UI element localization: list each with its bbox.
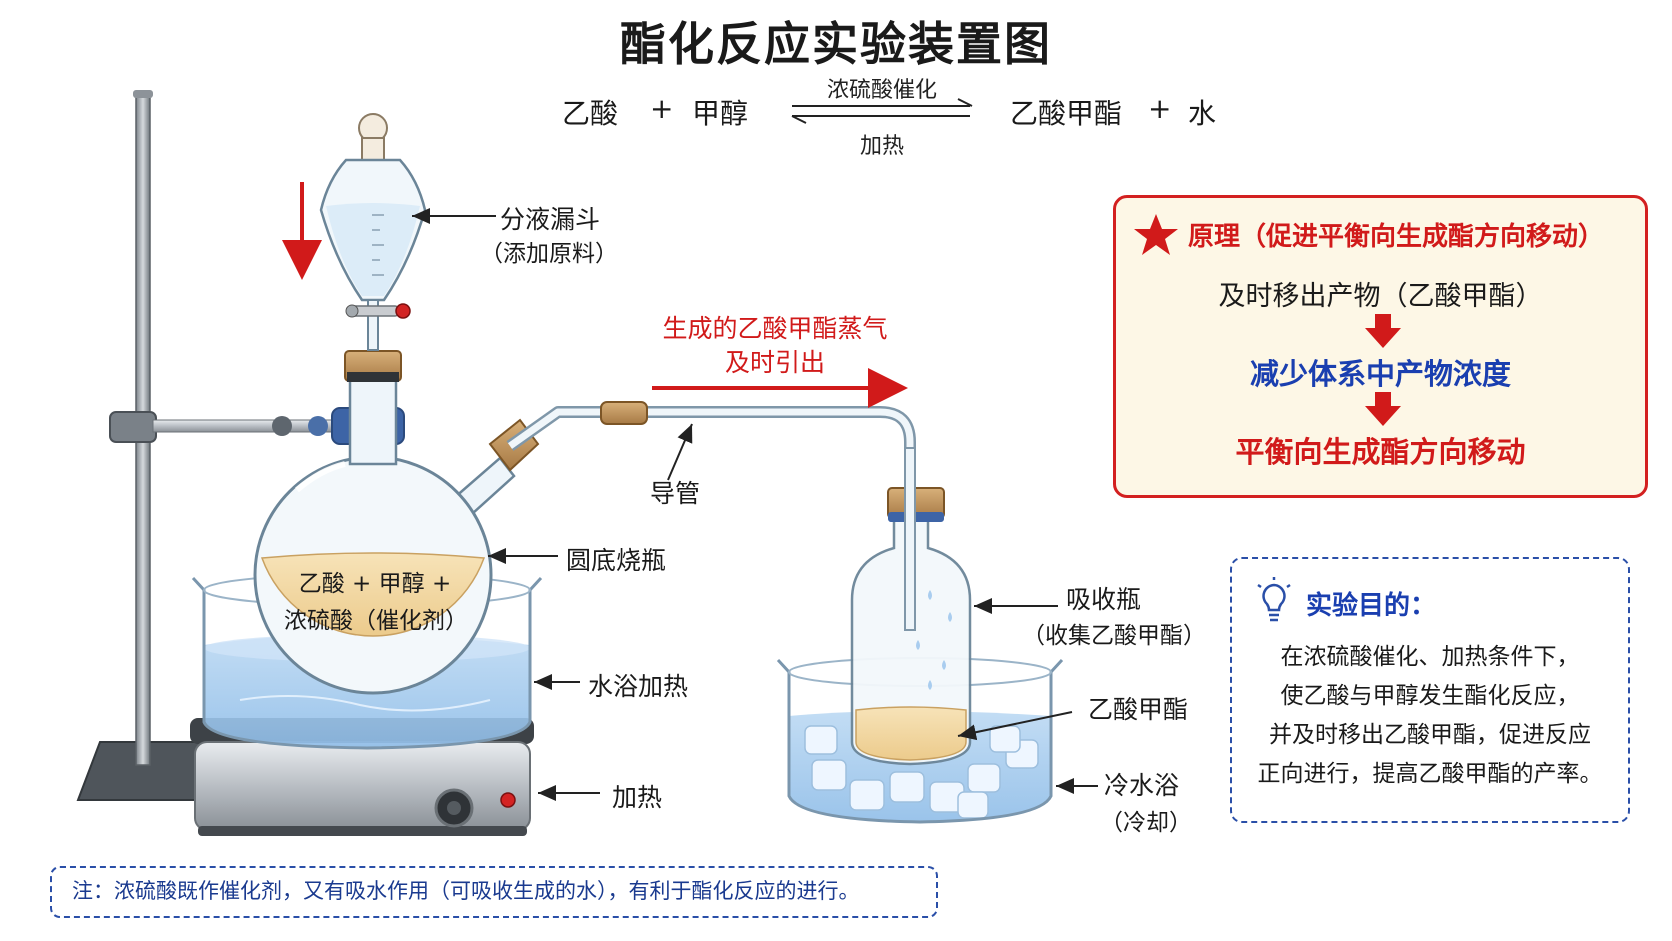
label-funnel-note: （添加原料） bbox=[480, 241, 618, 267]
label-cold-bath: 冷水浴 bbox=[1104, 771, 1180, 800]
purpose-line: 使乙酸与甲醇发生酯化反应， bbox=[1280, 683, 1580, 709]
purpose-line: 正向进行，提高乙酸甲酯的产率。 bbox=[1257, 761, 1603, 787]
eq-product1: 乙酸甲酯 bbox=[1010, 97, 1123, 130]
note-box: 注：浓硫酸既作催化剂，又有吸水作用（可吸收生成的水），有利于酯化反应的进行。 bbox=[50, 866, 938, 918]
label-flask: 圆底烧瓶 bbox=[566, 546, 667, 575]
label-bottle: 吸收瓶 bbox=[1066, 585, 1142, 614]
label-ester: 乙酸甲酯 bbox=[1088, 695, 1189, 724]
purpose-box: 实验目的： 在浓硫酸催化、加热条件下， 使乙酸与甲醇发生酯化反应， 并及时移出乙… bbox=[1230, 557, 1630, 823]
principle-title: 原理（促进平衡向生成酯方向移动） bbox=[1188, 222, 1605, 252]
down-arrow-icon bbox=[1365, 314, 1401, 348]
flask-content-line2: 浓硫酸（催化剂） bbox=[284, 608, 468, 634]
principle-step1: 及时移出产物（乙酸甲酯） bbox=[1218, 281, 1543, 312]
page-title: 酯化反应实验装置图 bbox=[620, 17, 1052, 71]
eq-product2: 水 bbox=[1188, 97, 1217, 130]
label-tube: 导管 bbox=[650, 479, 701, 508]
eq-reactant2: 甲醇 bbox=[692, 97, 749, 130]
label-funnel: 分液漏斗 bbox=[500, 205, 601, 234]
label-vapor-line2: 及时引出 bbox=[724, 348, 825, 377]
eq-plus1: + bbox=[650, 92, 674, 125]
collection-bottle bbox=[850, 447, 972, 766]
label-water-bath: 水浴加热 bbox=[588, 672, 689, 701]
purpose-title: 实验目的： bbox=[1306, 591, 1437, 621]
purpose-line: 并及时移出乙酸甲酯，促进反应 bbox=[1269, 722, 1591, 748]
eq-reactant1: 乙酸 bbox=[562, 97, 619, 130]
ice-cubes bbox=[804, 725, 1039, 819]
label-cold-bath-note: （冷却） bbox=[1100, 810, 1192, 836]
label-vapor-line1: 生成的乙酸甲酯蒸气 bbox=[662, 314, 888, 343]
principle-box: 原理（促进平衡向生成酯方向移动） 及时移出产物（乙酸甲酯） 减少体系中产物浓度 … bbox=[1113, 195, 1648, 498]
flask-content-line1: 乙酸 + 甲醇 + bbox=[298, 571, 452, 597]
star-icon bbox=[1134, 214, 1178, 255]
eq-plus2: + bbox=[1148, 92, 1172, 125]
round-bottom-flask bbox=[253, 350, 540, 695]
principle-step3: 平衡向生成酯方向移动 bbox=[1235, 435, 1526, 469]
purpose-line: 在浓硫酸催化、加热条件下， bbox=[1280, 644, 1580, 670]
lightbulb-icon bbox=[1257, 577, 1291, 622]
separatory-funnel bbox=[319, 113, 427, 351]
eq-catalyst: 浓硫酸催化 bbox=[826, 78, 937, 103]
label-heater: 加热 bbox=[612, 783, 663, 812]
delivery-tube bbox=[506, 401, 916, 625]
label-bottle-note: （收集乙酸甲酯） bbox=[1022, 623, 1206, 649]
principle-step2: 减少体系中产物浓度 bbox=[1249, 357, 1511, 391]
reversible-arrow bbox=[791, 98, 973, 124]
condensed-drops bbox=[916, 590, 952, 690]
eq-heat: 加热 bbox=[859, 134, 904, 159]
down-arrow-icon bbox=[1365, 392, 1401, 426]
